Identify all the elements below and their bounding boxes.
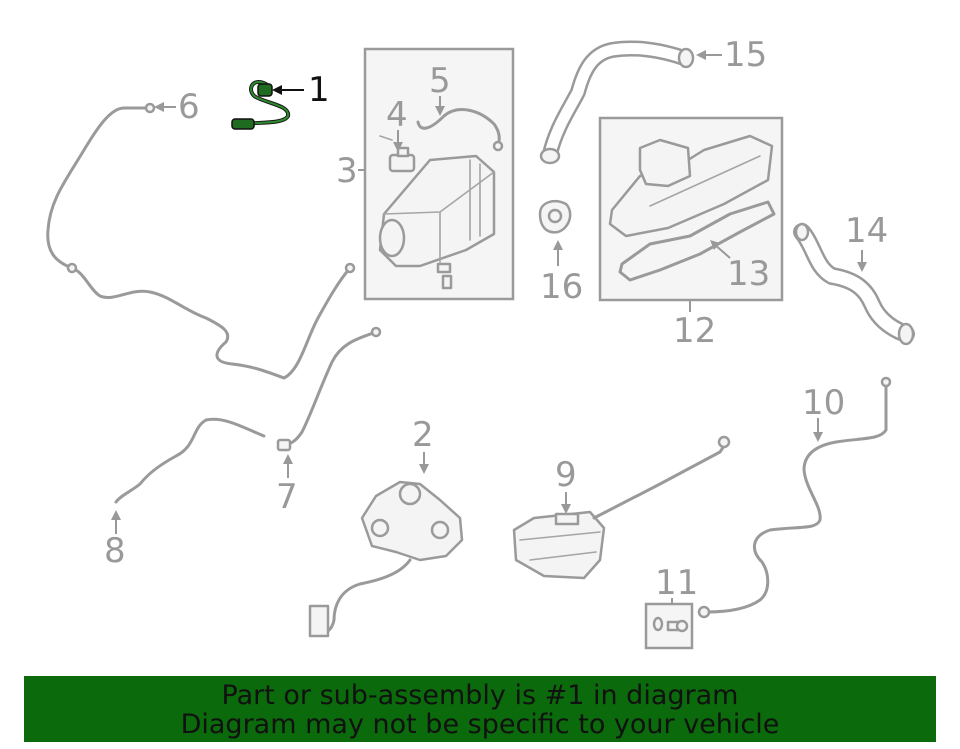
callout-5[interactable]: 5 bbox=[429, 61, 451, 101]
arrow-16 bbox=[553, 240, 563, 250]
arrow-5 bbox=[435, 106, 445, 116]
part-14-coolant-hose[interactable] bbox=[793, 222, 915, 346]
callout-10[interactable]: 10 bbox=[802, 383, 845, 423]
arrow-6 bbox=[154, 102, 164, 112]
part-5-purge-hose[interactable] bbox=[416, 108, 504, 152]
part-13-gasket[interactable] bbox=[618, 200, 776, 282]
part-9-pump-module[interactable] bbox=[512, 435, 731, 580]
canister-body bbox=[378, 154, 496, 290]
valve-cover bbox=[608, 134, 774, 238]
arrow-9 bbox=[561, 504, 571, 514]
part-8-vapor-line[interactable] bbox=[114, 417, 266, 504]
arrow-10 bbox=[813, 432, 823, 442]
callout-12[interactable]: 12 bbox=[673, 311, 716, 351]
arrow-13 bbox=[710, 240, 720, 250]
callout-13[interactable]: 13 bbox=[727, 254, 770, 294]
arrow-2 bbox=[419, 464, 429, 474]
part-7-vapor-line[interactable] bbox=[276, 326, 382, 452]
callout-2[interactable]: 2 bbox=[412, 415, 434, 455]
part-11-seal-bolt[interactable] bbox=[652, 616, 689, 633]
parts-diagram: 1 6 3 4 5 bbox=[46, 35, 915, 650]
part-4-purge-valve[interactable] bbox=[379, 135, 416, 173]
arrow-7 bbox=[283, 454, 293, 464]
part-16-connector[interactable] bbox=[538, 200, 572, 234]
callout-6[interactable]: 6 bbox=[178, 87, 200, 127]
arrow-15 bbox=[696, 50, 706, 60]
part-2-valve-assembly[interactable] bbox=[308, 480, 464, 638]
callout-4[interactable]: 4 bbox=[386, 95, 408, 135]
callout-9[interactable]: 9 bbox=[555, 455, 577, 495]
banner-line-2: Diagram may not be specific to your vehi… bbox=[180, 709, 780, 740]
arrow-8 bbox=[111, 510, 121, 520]
banner-line-1: Part or sub-assembly is #1 in diagram bbox=[221, 680, 739, 711]
arrow-4 bbox=[393, 142, 403, 152]
callout-1[interactable]: 1 bbox=[308, 70, 330, 110]
callout-7[interactable]: 7 bbox=[276, 477, 298, 517]
callout-11[interactable]: 11 bbox=[655, 563, 698, 603]
part-15-breather-hose[interactable] bbox=[539, 40, 695, 165]
part-1-oxygen-sensor[interactable] bbox=[231, 80, 291, 130]
notice-banner: Part or sub-assembly is #1 in diagram Di… bbox=[24, 676, 936, 742]
callout-3[interactable]: 3 bbox=[336, 151, 358, 191]
arrow-1 bbox=[272, 85, 282, 95]
callout-8[interactable]: 8 bbox=[104, 531, 126, 571]
part-6-vapor-line[interactable] bbox=[46, 102, 356, 380]
arrow-14 bbox=[857, 262, 867, 272]
callout-14[interactable]: 14 bbox=[845, 211, 888, 251]
callout-15[interactable]: 15 bbox=[724, 35, 767, 75]
part-10-vapor-line[interactable] bbox=[697, 376, 892, 619]
callout-16[interactable]: 16 bbox=[540, 267, 583, 307]
